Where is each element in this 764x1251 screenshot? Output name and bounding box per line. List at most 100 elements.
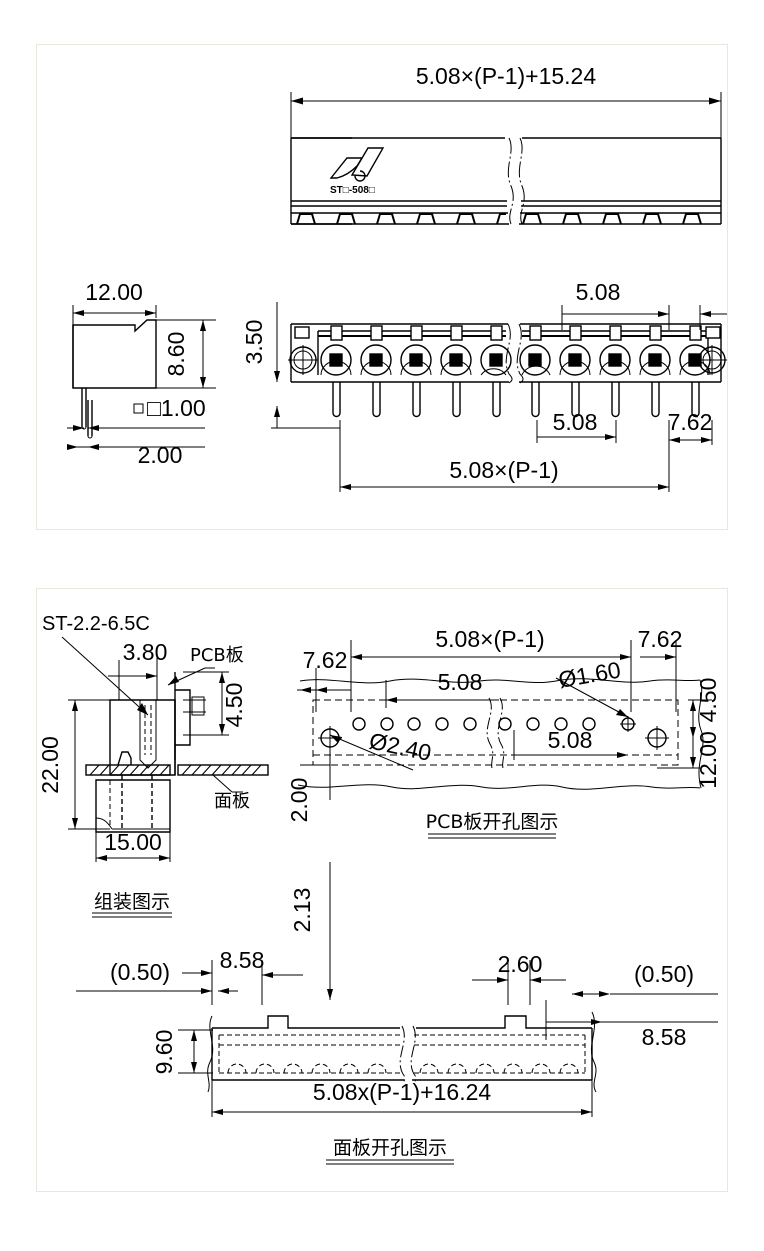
dim-pin-section-label: □1.00 (147, 395, 206, 421)
dim-7-62-right: 7.62 (638, 626, 683, 712)
pcb-callout: PCB板 (167, 645, 244, 686)
dim-3-80-label: 3.80 (123, 639, 168, 665)
dim-5-08-pcb-bottom: 5.08 (513, 727, 628, 760)
dim-7-62-left-label: 7.62 (303, 647, 348, 673)
dim-9-60-label: 9.60 (151, 1030, 177, 1075)
dim-5-08-top: 5.08 (561, 279, 727, 330)
dim-5-08-bottom-label: 5.08 (553, 409, 598, 435)
dim-2-13: 2.13 (289, 862, 333, 1000)
dim-2-60-label: 2.60 (498, 951, 543, 977)
hole-small-callout: Ø1.60 (555, 656, 629, 718)
panel-callout: 面板 (212, 774, 250, 812)
panel-cutout-caption-label: 面板开孔图示 (333, 1137, 447, 1159)
dim-3-50: 3.50 (241, 302, 340, 429)
dim-15-00: 15.00 (95, 829, 171, 862)
top-view-contacts-right (519, 325, 711, 376)
break-line-front (507, 137, 525, 225)
tol-right-label: (0.50) (634, 961, 694, 987)
dim-7-62-label: 7.62 (668, 409, 713, 435)
dim-22-00: 22.00 (37, 699, 110, 830)
cutout-scallops (227, 1063, 579, 1074)
panel-cutout-group: 2.13 (0.50) 8.58 2.60 (76, 862, 718, 1165)
dim-4-50-pcb-label: 4.50 (695, 678, 721, 723)
dim-12-00-pcb-label: 12.00 (695, 731, 721, 789)
dim-3-50-label: 3.50 (241, 320, 267, 365)
dim-7-62: 7.62 (668, 409, 713, 445)
dim-4-50-assembly: 4.50 (183, 671, 247, 736)
dim-2-00-pcb: 2.00 (286, 747, 331, 822)
tol-left-label: (0.50) (110, 959, 170, 985)
break-line-topview (505, 323, 524, 384)
connector-feet-right (522, 213, 702, 225)
dim-7-62-right-label: 7.62 (638, 626, 683, 652)
connector-feet-left (296, 213, 506, 225)
dim-overall-length: 5.08×(P-1)+15.24 (290, 63, 722, 138)
dim-8-58-right-label: 8.58 (642, 1024, 687, 1050)
dim-15-00-label: 15.00 (104, 829, 162, 855)
brand-logo-icon (329, 147, 385, 182)
top-view-body (288, 323, 727, 418)
dim-8-60: 8.60 (156, 319, 216, 389)
dim-12-00: 12.00 (72, 279, 157, 330)
dim-pin-span-label: 5.08×(P-1) (449, 457, 558, 483)
pcb-cutout-group: 5.08×(P-1) 7.62 7.62 5.08 Ø1 (286, 626, 721, 839)
dim-9-60: 9.60 (151, 1029, 213, 1075)
panel-label: 面板 (214, 791, 250, 812)
dim-5-08-pcb-bottom-label: 5.08 (548, 727, 593, 753)
dim-overall-length-label: 5.08×(P-1)+15.24 (416, 63, 597, 89)
drawing-panel-bottom (36, 588, 728, 1192)
side-view-group: 12.00 8.60 □1.00 (67, 279, 216, 468)
pcb-caption: PCB板开孔图示 (426, 811, 559, 839)
dim-2-13-label: 2.13 (289, 888, 315, 933)
dim-8-60-label: 8.60 (163, 332, 189, 377)
dim-panel-overall: 5.08x(P-1)+16.24 (211, 1079, 593, 1117)
dim-pcb-span: 5.08×(P-1) (350, 626, 632, 712)
dim-5-08-bottom: 5.08 (536, 409, 617, 443)
panel-cutout-shape (207, 1011, 597, 1093)
pcb-label: PCB板 (190, 645, 244, 666)
top-view-pins (332, 382, 700, 418)
dim-4-50-assembly-label: 4.50 (221, 683, 247, 728)
dim-8-58-left-label: 8.58 (220, 947, 265, 973)
assembly-view-group: ST-2.2-6.5C 3.80 PCB板 4.50 (37, 613, 269, 918)
panel-cutout-caption: 面板开孔图示 (326, 1137, 454, 1165)
top-view-screw-tabs (294, 326, 721, 339)
dim-22-00-label: 22.00 (37, 736, 63, 794)
dim-panel-overall-label: 5.08x(P-1)+16.24 (313, 1079, 492, 1105)
top-view-contacts-left (320, 325, 512, 376)
dim-7-62-left: 7.62 (297, 647, 351, 712)
assembly-geometry (85, 672, 269, 833)
dim-8-58-right: 8.58 (545, 1000, 718, 1050)
dim-pin-section: □1.00 (133, 395, 206, 421)
front-view-group: 5.08×(P-1)+15.24 (290, 63, 722, 225)
dim-pcb-span-label: 5.08×(P-1) (435, 626, 544, 652)
pcb-large-holes (318, 726, 669, 750)
part-marking-label: ST□-508□ (330, 185, 375, 196)
dim-2-00-side: 2.00 (67, 425, 205, 468)
panel-plate (85, 764, 269, 776)
hole-large-callout: Ø2.40 (329, 727, 434, 771)
dim-12-00-label: 12.00 (85, 279, 143, 305)
side-view-body (72, 319, 157, 439)
connector-body-outline: ST□-508□ (290, 137, 722, 225)
dim-4-50-pcb: 4.50 (688, 678, 721, 738)
hole-large-label: Ø2.40 (367, 727, 434, 765)
top-view-mounting-holes (288, 345, 727, 375)
dim-8-58-left: 8.58 (211, 947, 303, 1005)
assembly-caption: 组装图示 (92, 891, 172, 918)
pcb-caption-label: PCB板开孔图示 (426, 811, 559, 833)
drawing-panel-top (36, 44, 728, 530)
pcb-board-outline (297, 678, 704, 790)
screw-callout-label: ST-2.2-6.5C (42, 613, 150, 635)
pcb-small-holes (352, 716, 636, 732)
assembly-caption-label: 组装图示 (94, 891, 170, 913)
dim-3-80: 3.80 (108, 639, 167, 700)
tol-right-leader (572, 991, 718, 997)
dim-12-00-pcb: 12.00 (657, 731, 721, 789)
top-view-group: 3.50 (241, 279, 727, 492)
dim-2-00-side-label: 2.00 (138, 442, 183, 468)
dim-pin-span: 5.08×(P-1) (339, 420, 670, 492)
dim-2-60: 2.60 (472, 951, 566, 1005)
